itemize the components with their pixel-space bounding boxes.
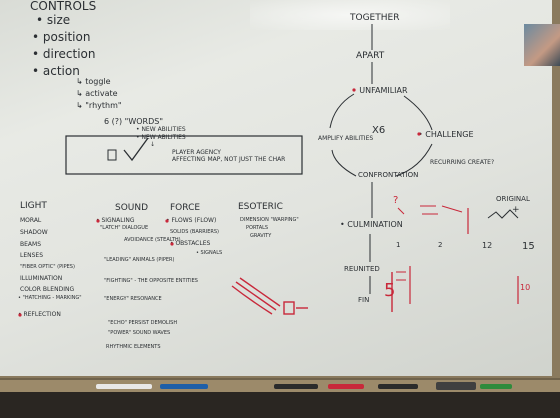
cycle-arrow (329, 93, 355, 129)
sound-item: "LEADING" ANIMALS (PIPER) (104, 257, 175, 263)
box-note: • NEW ABILITIES (136, 134, 186, 141)
light-item: LENSES (20, 252, 44, 259)
light-item: • "HATCHING - MARKING" (18, 295, 82, 301)
controls-item: • action (32, 64, 80, 78)
black-marker (378, 384, 418, 389)
controls-sub-item: ↳ toggle (76, 77, 111, 86)
light-item: • REFLECTION (18, 311, 61, 318)
light-item: "FIBER OPTIC" (PIPES) (20, 264, 75, 270)
cycle-node-amplify: AMPLIFY ABILITIES (318, 135, 374, 142)
cycle-arrow (395, 143, 433, 177)
floor (0, 392, 560, 418)
red-scribble (397, 205, 463, 215)
cycle-node-apart: APART (356, 51, 385, 61)
force-item: • SIGNALS (196, 250, 223, 256)
controls-item: • size (36, 13, 71, 27)
box-note: • NEW ABILITIES (136, 126, 186, 133)
sound-item: • SIGNALING (96, 217, 135, 224)
right-number: 12 (482, 241, 493, 250)
check-mark (123, 137, 149, 162)
eraser-marker (96, 384, 152, 389)
force-item: SOLIDS (BARRIERS) (170, 229, 219, 235)
light-item: ILLUMINATION (20, 275, 63, 282)
light-item: MORAL (20, 217, 42, 224)
force-heading: FORCE (170, 203, 201, 213)
whiteboard: CONTROLS • size • position • direction •… (0, 0, 560, 376)
right-original: ORIGINAL (496, 195, 530, 203)
right-red-number: 10 (520, 283, 531, 292)
controls-sub-item: ↳ activate (76, 89, 118, 98)
cycle-node-culmination: • CULMINATION (340, 220, 403, 229)
cycle-node-confrontation: CONFRONTATION (358, 171, 419, 179)
cycle-node-challenge: • CHALLENGE (418, 130, 474, 139)
box-note: AFFECTING MAP, NOT JUST THE CHAR (172, 156, 286, 163)
right-number: 2 (438, 241, 443, 249)
controls-heading: CONTROLS (30, 0, 97, 13)
light-glare (250, 0, 450, 30)
force-item: • OBSTACLES (170, 240, 211, 247)
red-number: 5 (384, 280, 396, 301)
right-number: 15 (522, 241, 535, 252)
marker-tray (0, 378, 560, 394)
light-heading: LIGHT (20, 201, 47, 211)
notes-box (65, 135, 303, 175)
sound-item: "FIGHTING" - THE OPPOSITE ENTITIES (104, 278, 198, 284)
taped-photo (524, 24, 560, 66)
green-marker (480, 384, 512, 389)
sound-item: "POWER" SOUND WAVES (108, 330, 171, 336)
words-line: 6 (?) "WORDS" (104, 117, 164, 126)
eraser (436, 382, 476, 390)
sound-item: "ECHO" PERSIST DEMOLISH (108, 320, 178, 326)
cycle-node-fin: FIN (358, 296, 370, 304)
sound-item: "ENERGY" RESONANCE (104, 296, 162, 302)
light-item: COLOR BLENDING (20, 286, 75, 293)
box-note: ↓ (150, 141, 156, 148)
force-item: • FLOWS (FLOW) (166, 217, 217, 224)
wave-doodle (487, 209, 519, 219)
cycle-node-reunited: REUNITED (344, 265, 380, 273)
cycle-side-note: RECURRING CREATE? (430, 159, 495, 166)
red-note: ? (393, 195, 399, 206)
light-item: BEAMS (20, 241, 41, 248)
red-scribble (396, 271, 406, 281)
esoteric-item: PORTALS (246, 225, 269, 231)
right-number: 1 (396, 241, 401, 249)
box-note: PLAYER AGENCY (172, 149, 221, 156)
esoteric-item: DIMENSION "WARPING" (240, 217, 299, 223)
red-marker (328, 384, 364, 389)
controls-item: • direction (32, 47, 96, 61)
sound-item: "LATCH" DIALOGUE (100, 225, 149, 231)
red-box (283, 301, 295, 315)
light-item: SHADOW (20, 229, 48, 236)
esoteric-item: GRAVITY (250, 233, 272, 239)
sound-heading: SOUND (115, 203, 149, 213)
cycle-arrow (331, 149, 357, 177)
black-marker (274, 384, 318, 389)
blue-marker (160, 384, 208, 389)
small-square (107, 149, 117, 161)
sound-item: AVOIDANCE (STEALTH) (124, 237, 181, 243)
cycle-node-unfamiliar: • UNFAMILIAR (352, 86, 408, 95)
sound-item: RHYTHMIC ELEMENTS (106, 344, 161, 350)
cycle-node-together: TOGETHER (350, 13, 400, 23)
controls-item: • position (32, 30, 91, 44)
red-swoosh (231, 285, 273, 315)
controls-sub-item: ↳ "rhythm" (76, 101, 122, 110)
esoteric-heading: ESOTERIC (238, 202, 283, 212)
cycle-multiplier: X6 (372, 125, 386, 136)
board-drawings (18, 24, 519, 317)
cycle-arrow (403, 95, 433, 131)
right-plus: + (512, 205, 520, 215)
